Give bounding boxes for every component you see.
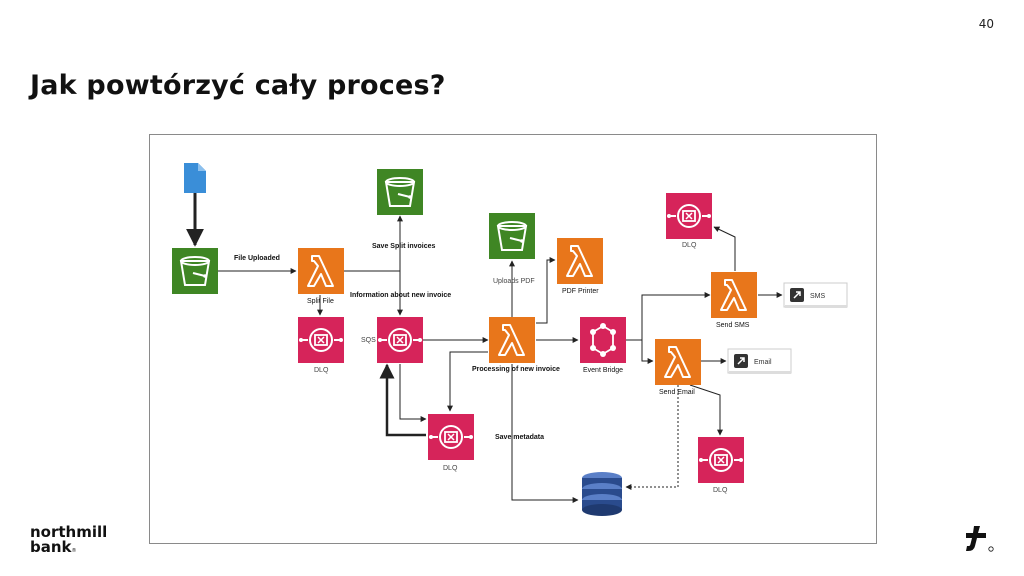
- label-event-bridge: Event Bridge: [583, 367, 623, 374]
- edge-label-save-metadata: Save metadata: [495, 434, 544, 441]
- label-dlq-email: DLQ: [713, 487, 728, 494]
- s3-pdf-node: [489, 213, 535, 259]
- external-link-icon: [790, 288, 804, 302]
- edge-dlq-redrive: [379, 363, 426, 437]
- label-pdf-printer: PDF Printer: [562, 288, 599, 295]
- architecture-diagram: File Uploaded Information about new invo…: [149, 134, 877, 544]
- s3-upload-node: [172, 248, 218, 294]
- dlq-email-node: [698, 437, 744, 483]
- sms-box: [783, 282, 848, 308]
- label-sms: SMS: [810, 293, 826, 300]
- brand-logo: northmill bank®: [30, 525, 107, 559]
- page-title: Jak powtórzyć cały proces?: [30, 70, 446, 101]
- connectors: [186, 193, 783, 503]
- brand-mark-icon: [966, 526, 994, 552]
- label-dlq-split: DLQ: [314, 367, 329, 374]
- sqs-main-node: [377, 317, 423, 363]
- edge-email-dynamo-dotted: [625, 385, 679, 490]
- label-save-split-invoices: Save Split invoices: [372, 243, 436, 250]
- label-sqs: SQS: [361, 337, 376, 344]
- edge-email-to-dlq: [689, 384, 723, 436]
- edge-eb-to-email: [626, 339, 654, 364]
- label-split-file: Split File: [307, 298, 334, 305]
- send-email-lambda: [655, 339, 701, 385]
- s3-split-invoices-node: [377, 169, 423, 215]
- eventbridge-node: [580, 317, 626, 363]
- edge-label-info-new-invoice: Information about new invoice: [350, 292, 451, 299]
- edge-label-file-uploaded: File Uploaded: [234, 255, 280, 262]
- dynamodb-icon: [582, 472, 622, 516]
- edge-sqs-to-dlq: [399, 364, 427, 422]
- page-number: 40: [978, 17, 994, 31]
- edge-sms-to-dlq: [713, 226, 736, 271]
- label-dlq-main: DLQ: [443, 465, 458, 472]
- edge-split-to-sqs: [344, 270, 403, 316]
- processing-lambda: [489, 317, 535, 363]
- brand-line-1: northmill: [30, 523, 108, 541]
- dlq-main-node: [428, 414, 474, 460]
- edge-processing-to-dynamo: [511, 364, 579, 503]
- label-send-sms: Send SMS: [716, 322, 750, 329]
- label-send-email: Send Email: [659, 389, 695, 396]
- label-dlq-sms: DLQ: [682, 242, 697, 249]
- edge-eb-to-sms: [626, 292, 711, 341]
- label-uploads-pdf: Uploads PDF: [493, 278, 535, 285]
- brand-line-2: bank: [30, 538, 72, 556]
- file-icon: [184, 163, 206, 193]
- split-file-lambda: [298, 248, 344, 294]
- send-sms-lambda: [711, 272, 757, 318]
- external-link-icon: [734, 354, 748, 368]
- dlq-sms-node: [666, 193, 712, 239]
- label-email: Email: [754, 359, 772, 366]
- dlq-split-node: [298, 317, 344, 363]
- edge-processing-to-dlq: [447, 351, 488, 412]
- edge-processing-to-printer: [536, 257, 556, 324]
- brand-trademark: ®: [71, 548, 77, 554]
- pdf-printer-lambda: [557, 238, 603, 284]
- email-box: [727, 348, 792, 374]
- label-processing-new-invoice: Processing of new invoice: [472, 366, 560, 373]
